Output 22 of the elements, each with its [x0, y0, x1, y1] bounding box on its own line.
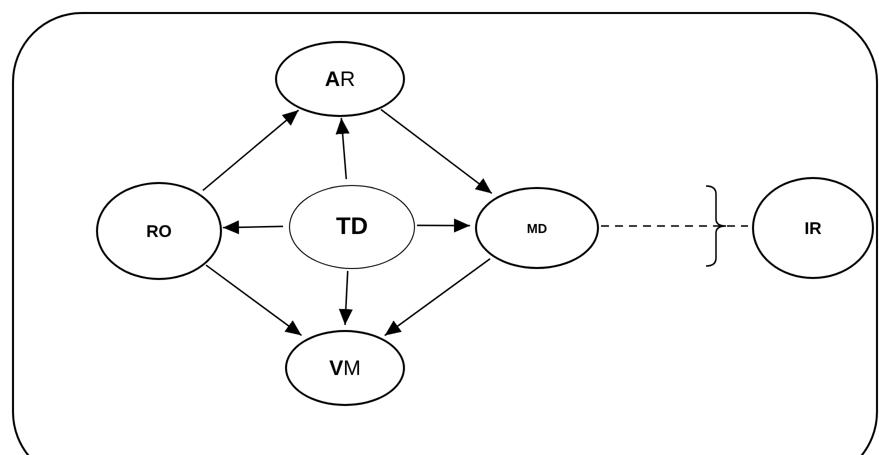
arrow — [206, 264, 302, 336]
arrow — [384, 258, 491, 336]
frame — [12, 12, 878, 455]
ellipse-node — [96, 182, 222, 280]
dashed-connector — [601, 225, 748, 227]
node-label: IR — [804, 220, 822, 236]
ellipse-node — [275, 41, 405, 117]
node-label: AR — [324, 68, 356, 90]
ellipse-node — [285, 330, 405, 406]
arrow — [202, 110, 300, 192]
ellipse-node — [475, 187, 599, 269]
arrow — [338, 270, 353, 326]
node-label: MD — [526, 222, 548, 234]
arrow — [380, 108, 492, 194]
ellipse-node — [289, 185, 415, 269]
ellipse-node — [752, 177, 874, 279]
node-label: TD — [336, 215, 368, 239]
node-label: VM — [329, 358, 361, 378]
arrow — [336, 118, 350, 180]
arrow — [222, 220, 284, 234]
node-label: RO — [146, 222, 172, 240]
arrow — [417, 218, 470, 233]
